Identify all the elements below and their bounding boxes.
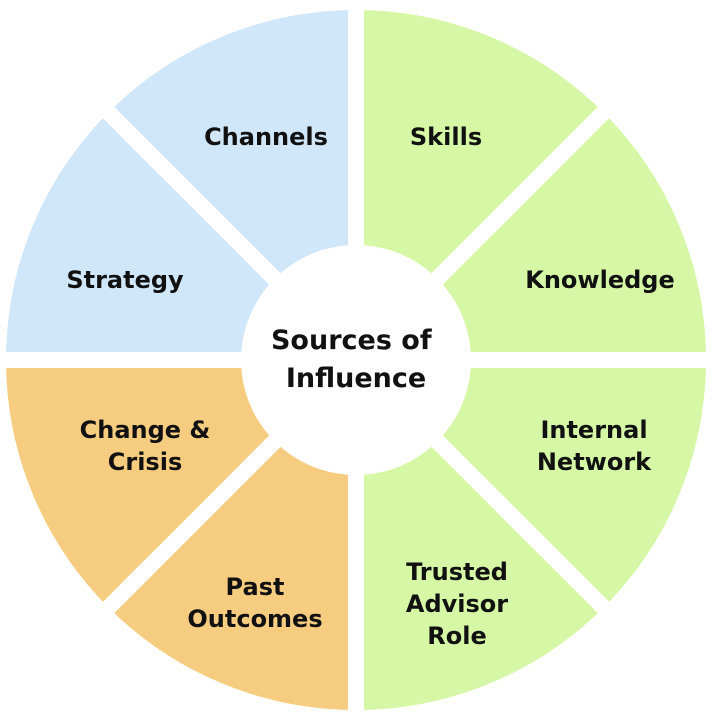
center-title: Sources of Influence: [271, 325, 441, 394]
segment-label-0: Skills: [410, 123, 482, 151]
segment-label-line: Past: [226, 573, 285, 601]
segment-label-line: Advisor: [406, 590, 508, 618]
segment-label-1: Knowledge: [525, 266, 674, 294]
segment-label-7: Channels: [204, 123, 328, 151]
segment-label-line: Outcomes: [187, 605, 322, 633]
segment-label-5: Change & Crisis: [80, 416, 211, 476]
segment-label-line: Skills: [410, 123, 482, 151]
segment-label-line: Role: [427, 622, 486, 650]
center-title-line-1: Sources of: [271, 325, 432, 356]
segment-label-line: Internal: [540, 416, 647, 444]
segment-label-line: Crisis: [108, 448, 182, 476]
segment-label-line: Channels: [204, 123, 328, 151]
center-hub: [241, 245, 471, 475]
segment-label-6: Strategy: [66, 266, 184, 294]
segment-label-line: Trusted: [406, 558, 508, 586]
segment-label-line: Network: [537, 448, 652, 476]
segment-label-line: Change &: [80, 416, 211, 444]
segment-label-line: Strategy: [66, 266, 184, 294]
segment-label-line: Knowledge: [525, 266, 674, 294]
center-title-line-2: Influence: [286, 363, 426, 394]
